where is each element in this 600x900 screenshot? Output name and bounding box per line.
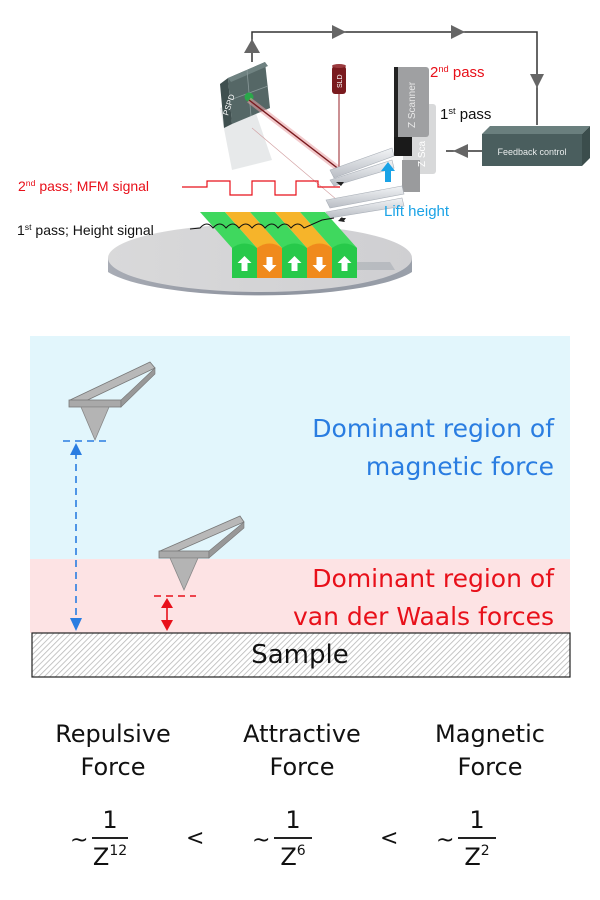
height-signal-label: 1st pass; Height signal — [17, 222, 154, 238]
title-line2: Force — [457, 753, 523, 781]
sld-label: SLD — [337, 74, 344, 88]
domain-up — [200, 212, 257, 278]
force-region-diagram — [30, 336, 571, 678]
magnetic-distance-marker — [63, 440, 110, 631]
domain-down — [275, 212, 332, 278]
title-line1: Repulsive — [55, 720, 171, 748]
mfm-setup-diagram: PSPD SLD Z Sca Z Scanner — [108, 25, 590, 296]
arrow-up-icon — [337, 256, 352, 271]
magnetic-domains — [200, 212, 357, 278]
base: Z — [280, 842, 297, 871]
sample-block — [31, 632, 571, 678]
vdw-region-label: Dominant region of van der Waals forces — [293, 560, 554, 636]
arrow-up-icon — [70, 443, 82, 455]
numerator: 1 — [102, 806, 118, 834]
ordinal: 2 — [430, 64, 439, 81]
z-scanner-second-pass — [394, 67, 429, 156]
repulsive-force-title: Repulsive Force — [33, 718, 193, 784]
domain-up — [300, 212, 357, 278]
magnetic-region-label: Dominant region of magnetic force — [312, 410, 554, 486]
vdw-region-line1: Dominant region of — [312, 564, 554, 593]
arrow-down-icon — [70, 618, 82, 631]
arrow-right-icon — [451, 25, 465, 39]
z-scanner-label: Z Scanner — [407, 81, 418, 128]
ordinal: 1 — [17, 222, 25, 238]
arrow-up-icon — [237, 256, 252, 271]
loop-arrows — [244, 25, 544, 158]
denominator: Z2 — [458, 843, 496, 871]
denominator: Z6 — [274, 843, 312, 871]
height-signal-trace — [189, 217, 335, 230]
cantilever-second-pass — [329, 147, 395, 187]
base: Z — [92, 842, 110, 871]
ordinal-suffix: nd — [25, 178, 36, 189]
ordinal-suffix: st — [448, 105, 456, 116]
proportional-symbol: ~ — [70, 828, 89, 853]
vdw-region-line2: van der Waals forces — [292, 602, 554, 631]
magnetic-region-line2: magnetic force — [365, 452, 554, 481]
title-line2: Force — [80, 753, 146, 781]
lift-arrow-icon — [381, 162, 395, 182]
numerator: 1 — [285, 806, 301, 834]
feedback-control-box — [482, 126, 590, 166]
exponent: 12 — [109, 842, 128, 859]
magnetic-force-formula: 1 Z2 — [458, 806, 496, 871]
proportional-symbol: ~ — [436, 828, 455, 853]
magnetic-force-title: Magnetic Force — [410, 718, 570, 784]
first-pass-label: 1st pass — [440, 106, 491, 123]
z-scanner-back-label: Z Sca — [417, 140, 428, 167]
proportional-symbol: ~ — [252, 828, 271, 853]
second-pass-label: 2nd pass — [430, 64, 485, 81]
arrow-up-icon — [244, 39, 260, 53]
less-than-symbol: < — [186, 826, 205, 851]
exponent: 6 — [296, 842, 306, 859]
vdw-region-bg — [30, 559, 570, 633]
feedback-control-label: Feedback control — [497, 147, 566, 157]
domain-up — [250, 212, 307, 278]
denominator: Z12 — [92, 843, 128, 871]
arrow-left-icon — [453, 144, 468, 158]
fraction-bar — [92, 837, 128, 839]
numerator: 1 — [469, 806, 485, 834]
mfm-signal-label: 2nd pass; MFM signal — [18, 178, 149, 194]
attractive-force-formula: 1 Z6 — [274, 806, 312, 871]
arrow-up-icon — [161, 598, 173, 608]
sample-label: Sample — [251, 640, 349, 670]
base: Z — [464, 842, 481, 871]
arrow-down-icon — [161, 620, 173, 631]
title-line1: Attractive — [243, 720, 361, 748]
exponent: 2 — [480, 842, 490, 859]
title-line2: Force — [269, 753, 335, 781]
domain-down — [225, 212, 282, 278]
sld-source — [332, 64, 346, 94]
laser-beam — [247, 90, 344, 206]
vdw-distance-marker — [154, 595, 196, 631]
arrow-down-icon — [312, 257, 327, 272]
fraction-bar — [458, 837, 496, 839]
repulsive-force-formula: 1 Z12 — [92, 806, 128, 871]
afm-tip-near — [158, 515, 245, 591]
attractive-force-title: Attractive Force — [222, 718, 382, 784]
ordinal-suffix: st — [24, 222, 32, 233]
arrow-down-icon — [262, 257, 277, 272]
magnetic-region-bg — [30, 336, 570, 560]
magnetic-region-line1: Dominant region of — [312, 414, 554, 443]
title-line1: Magnetic — [435, 720, 545, 748]
afm-tip-far — [68, 361, 156, 442]
label-text: pass; Height signal — [31, 222, 154, 238]
label-text: pass — [448, 64, 485, 81]
mfm-signal-trace — [182, 180, 340, 196]
ordinal: 1 — [440, 106, 449, 123]
arrow-down-icon — [530, 74, 544, 88]
fraction-bar — [274, 837, 312, 839]
cantilever-first-pass — [325, 185, 405, 222]
label-text: pass; MFM signal — [35, 178, 150, 194]
less-than-symbol: < — [380, 826, 399, 851]
arrow-up-icon — [287, 256, 302, 271]
arrow-right-icon — [332, 25, 346, 39]
ordinal: 2 — [18, 178, 26, 194]
lift-height-label: Lift height — [384, 203, 450, 220]
ordinal-suffix: nd — [438, 63, 449, 74]
label-text: pass — [455, 106, 492, 123]
